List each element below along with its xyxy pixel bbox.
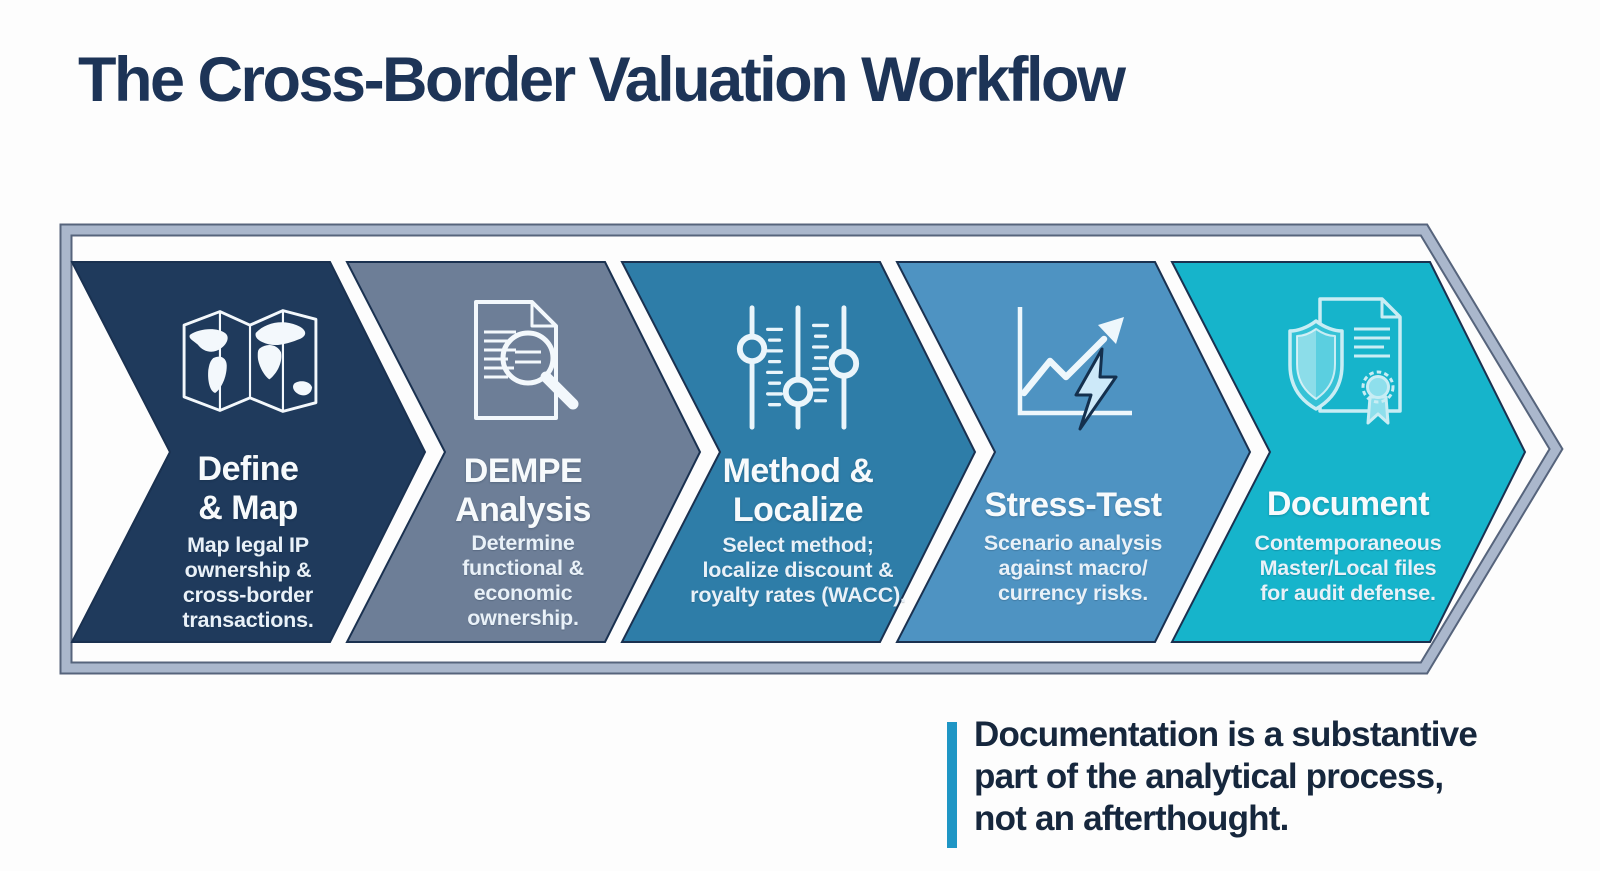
- step-1-description: Map legal IP ownership & cross-border tr…: [182, 533, 314, 632]
- callout-text: Documentation is a substantive part of t…: [974, 715, 1478, 838]
- step-2-title: DEMPE Analysis: [455, 452, 591, 529]
- page-title: The Cross-Border Valuation Workflow: [78, 45, 1126, 115]
- step-5-title: Document: [1266, 485, 1430, 523]
- workflow-frame-band: [61, 225, 1562, 673]
- chevron-method-localize: [620, 261, 977, 643]
- step-3-title: Method & Localize: [722, 452, 874, 529]
- folded-world-map-icon: [182, 309, 318, 413]
- sliders-icon: [736, 305, 860, 430]
- chevron-define-map: [70, 261, 427, 643]
- chart-lightning-icon: [1017, 307, 1132, 431]
- step-4-title: Stress-Test: [984, 486, 1162, 524]
- step-4-description: Scenario analysis against macro/ currenc…: [983, 531, 1163, 605]
- step-1-title: Define & Map: [197, 450, 299, 527]
- document-magnifier-icon: [474, 300, 579, 420]
- step-3-description: Select method; localize discount & royal…: [690, 533, 906, 607]
- step-2-description: Determine functional & economic ownershi…: [462, 531, 584, 630]
- step-5-description: Contemporaneous Master/Local files for a…: [1254, 531, 1442, 605]
- chevron-document: [1170, 261, 1527, 643]
- shield-certificate-icon: [1288, 297, 1402, 425]
- callout-accent-bar: [947, 722, 957, 848]
- chevron-stress-test: [895, 261, 1252, 643]
- chevron-dempe-analysis: [345, 261, 702, 643]
